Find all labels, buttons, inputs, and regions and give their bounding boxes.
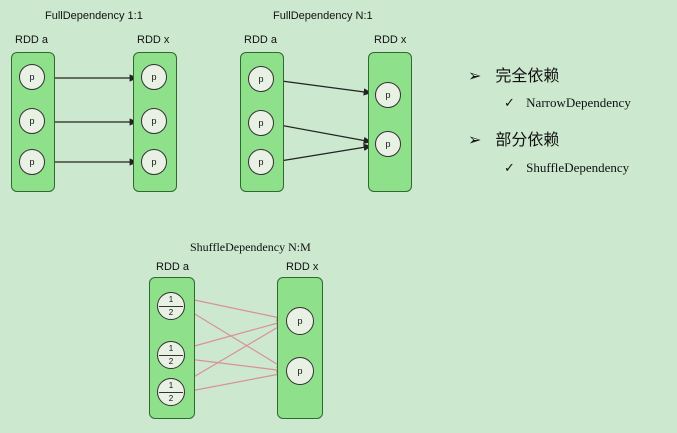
bullet-item-2: ➢ 部分依赖 xyxy=(468,126,559,150)
diagram1-title: FullDependency 1:1 xyxy=(45,10,143,22)
edge-nm-2b xyxy=(179,357,286,374)
partition-node: p xyxy=(19,64,45,90)
arrow-bullet-icon: ➢ xyxy=(468,68,482,85)
diagram3-left-label: RDD a xyxy=(156,261,190,273)
bullet-text: 完全依赖 xyxy=(495,68,560,85)
partition-node: p xyxy=(286,357,314,385)
rdd-x-box xyxy=(277,277,323,419)
edge-nm-1a xyxy=(179,296,286,321)
bullet-text: 部分依赖 xyxy=(495,132,560,149)
partition-node: p xyxy=(248,149,274,175)
edge-n1-2 xyxy=(273,123,373,145)
edge-n1-1 xyxy=(273,79,373,96)
diagram2-title: FullDependency N:1 xyxy=(273,10,373,22)
edge-n1-3 xyxy=(273,143,373,163)
sub-bullet-item-1: ✓ NarrowDependency xyxy=(504,95,631,111)
sub-bullet-text: ShuffleDependency xyxy=(526,160,630,175)
partition-node: p xyxy=(375,82,401,108)
split-partition-node: 1 2 xyxy=(157,341,185,369)
diagram2-left-label: RDD a xyxy=(244,34,278,46)
partition-node: p xyxy=(375,131,401,157)
partition-node: p xyxy=(141,64,167,90)
diagram1-right-label: RDD x xyxy=(137,34,170,46)
diagram2-right-label: RDD x xyxy=(374,34,407,46)
sub-bullet-item-2: ✓ ShuffleDependency xyxy=(504,160,629,176)
split-partition-node: 1 2 xyxy=(157,378,185,406)
fraction-bar xyxy=(159,306,183,307)
split-partition-node: 1 2 xyxy=(157,292,185,320)
arrow-bullet-icon: ➢ xyxy=(468,132,482,149)
diagram1-left-label: RDD a xyxy=(15,34,49,46)
fraction-bar xyxy=(159,355,183,356)
check-icon: ✓ xyxy=(504,95,515,110)
fraction-bar xyxy=(159,392,183,393)
edge-nm-2a xyxy=(179,319,286,351)
partition-node: p xyxy=(19,149,45,175)
diagram3-right-label: RDD x xyxy=(286,261,319,273)
rdd-x-box xyxy=(368,52,412,192)
diagram3-title: ShuffleDependency N:M xyxy=(190,240,311,254)
partition-node: p xyxy=(141,108,167,134)
edge-nm-3a xyxy=(179,322,286,386)
edge-nm-3b xyxy=(179,371,286,394)
partition-node: p xyxy=(19,108,45,134)
check-icon: ✓ xyxy=(504,160,515,175)
partition-node: p xyxy=(141,149,167,175)
sub-bullet-text: NarrowDependency xyxy=(526,95,631,110)
partition-node: p xyxy=(248,66,274,92)
edge-nm-1b xyxy=(179,304,286,370)
partition-node: p xyxy=(286,307,314,335)
bullet-item-1: ➢ 完全依赖 xyxy=(468,62,559,86)
partition-node: p xyxy=(248,110,274,136)
